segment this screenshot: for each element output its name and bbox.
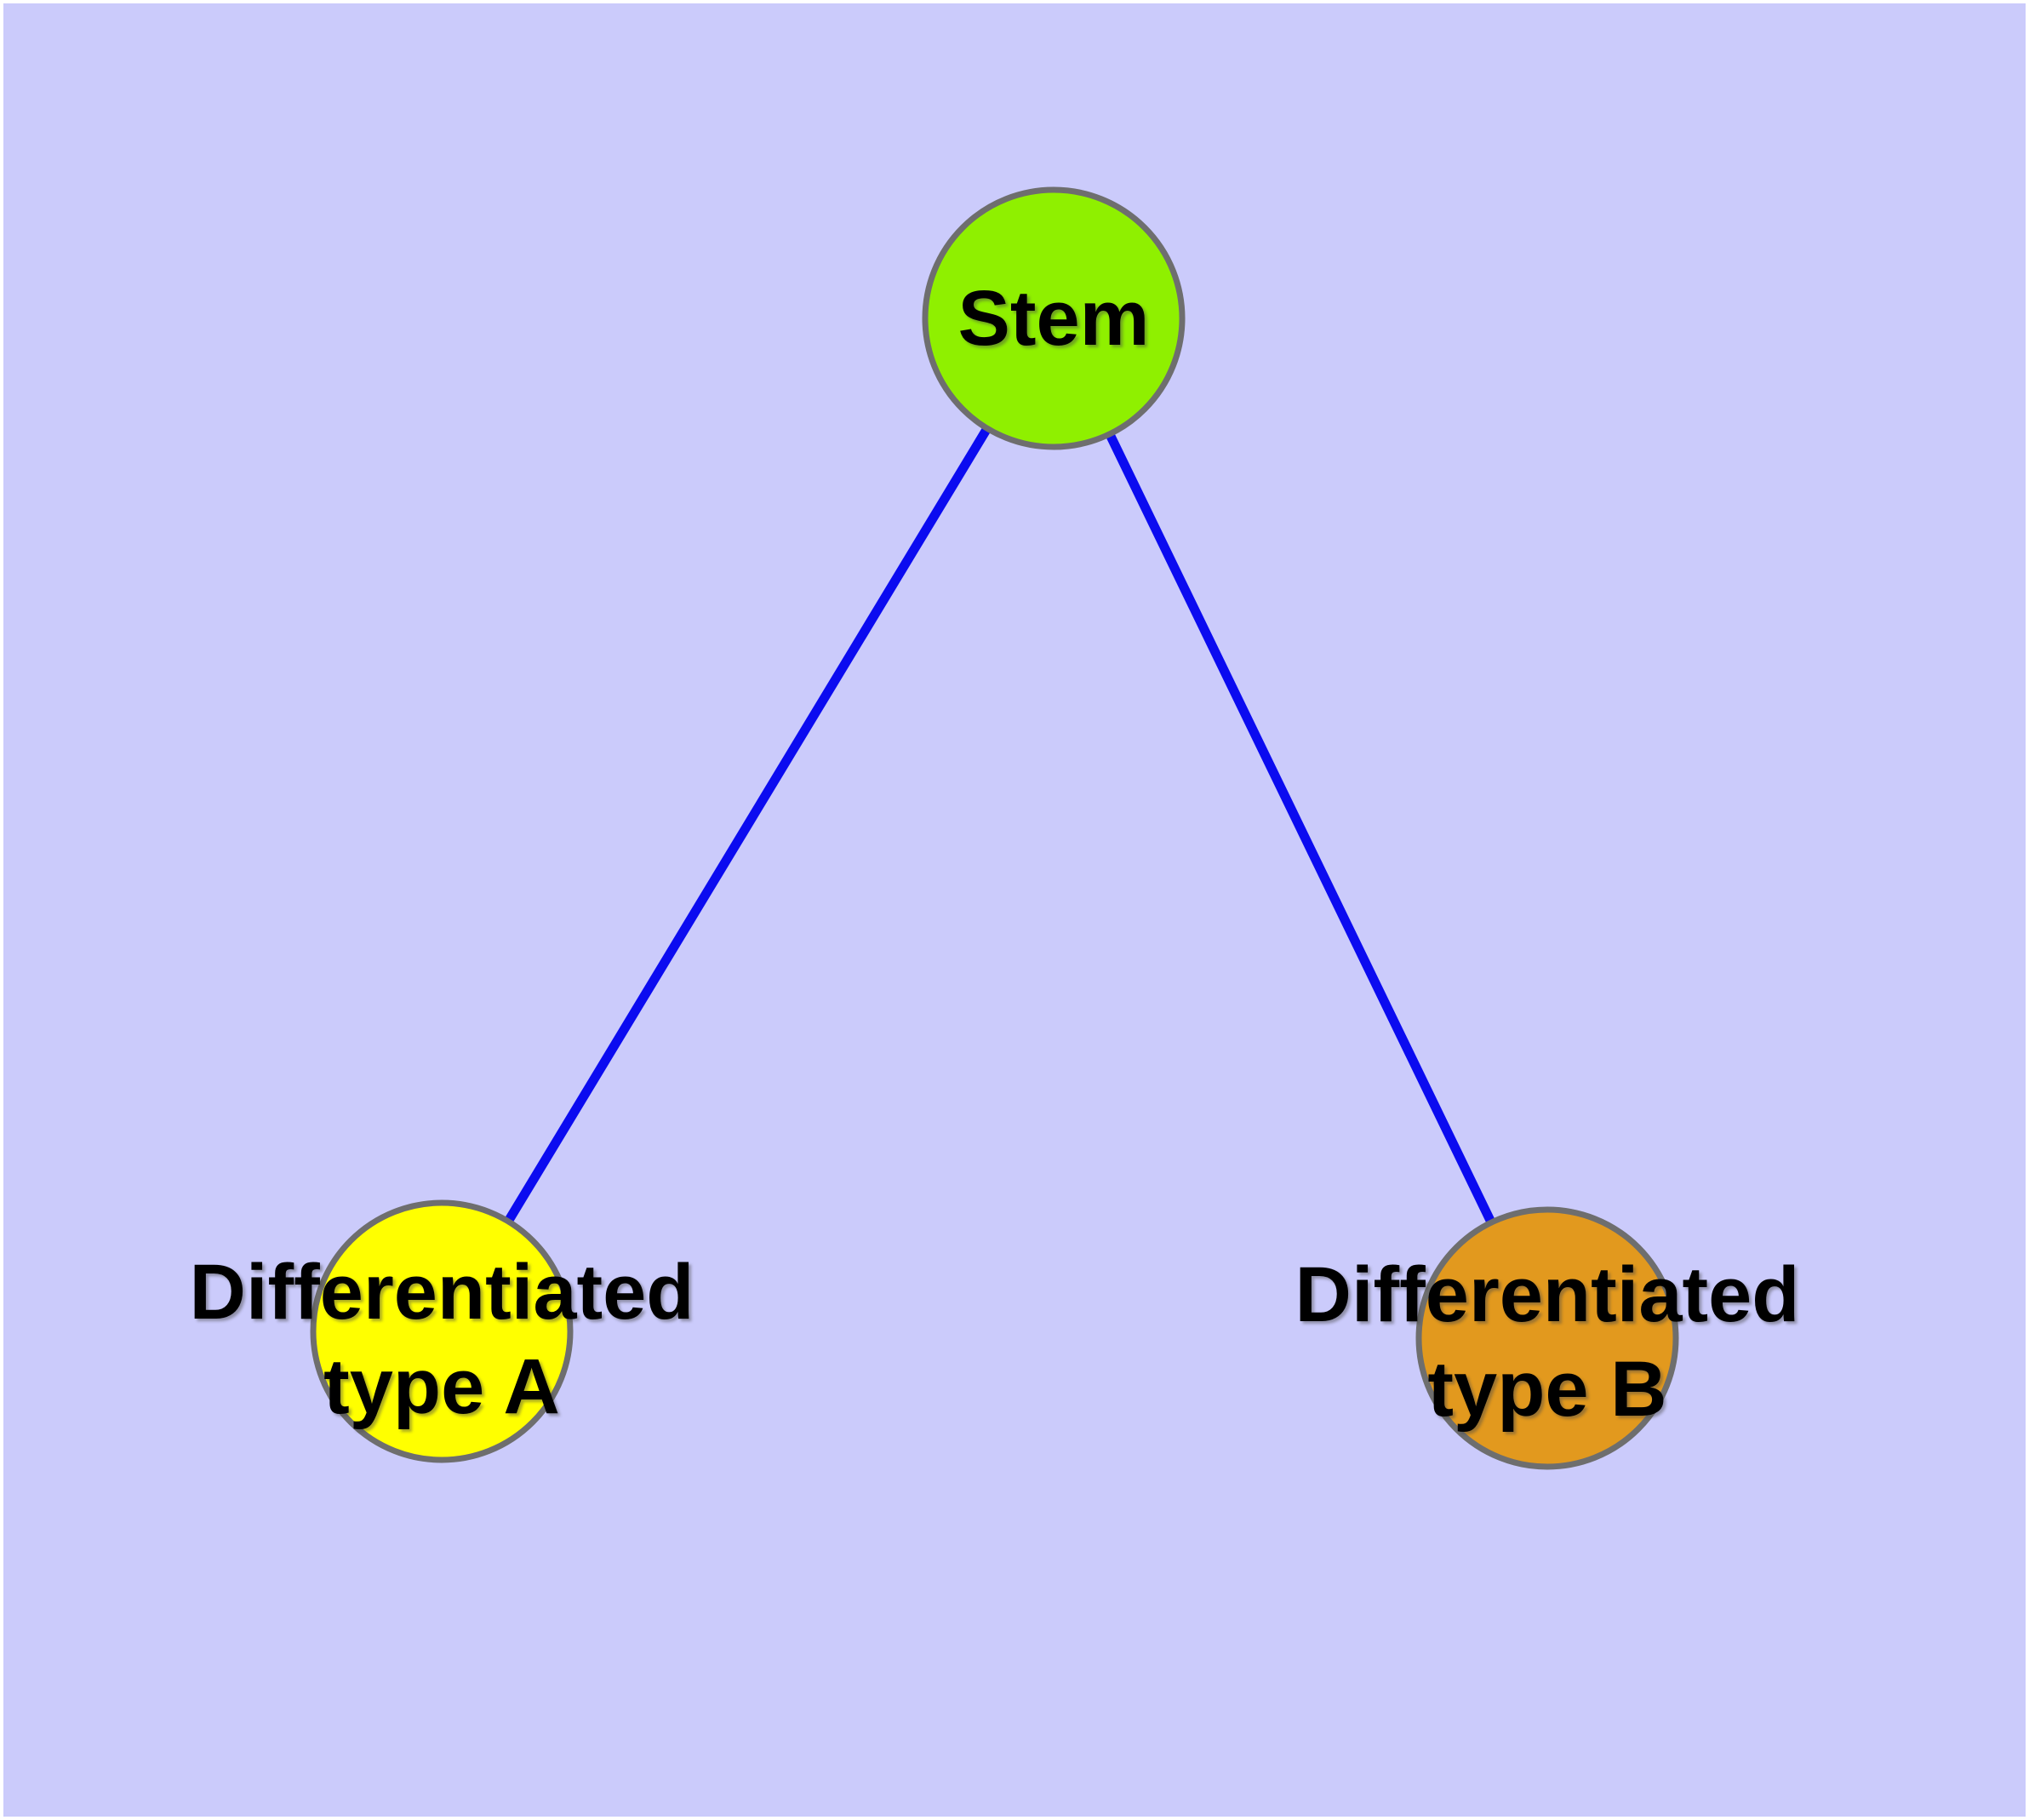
node-label-stem: Stem	[958, 275, 1150, 362]
node-differentiated-type-a	[310, 1199, 574, 1463]
node-stem	[922, 186, 1186, 450]
node-differentiated-type-b	[1415, 1206, 1679, 1470]
node-label-type-b-line2: type B	[1427, 1346, 1666, 1433]
edge-stem-to-type-a	[437, 316, 1058, 1334]
node-label-type-b-line1: Differentiated	[1295, 1251, 1800, 1338]
edge-stem-to-type-b	[1049, 316, 1552, 1341]
node-label-type-a-line1: Differentiated	[190, 1249, 694, 1336]
node-label-type-a-line2: type A	[323, 1343, 560, 1430]
